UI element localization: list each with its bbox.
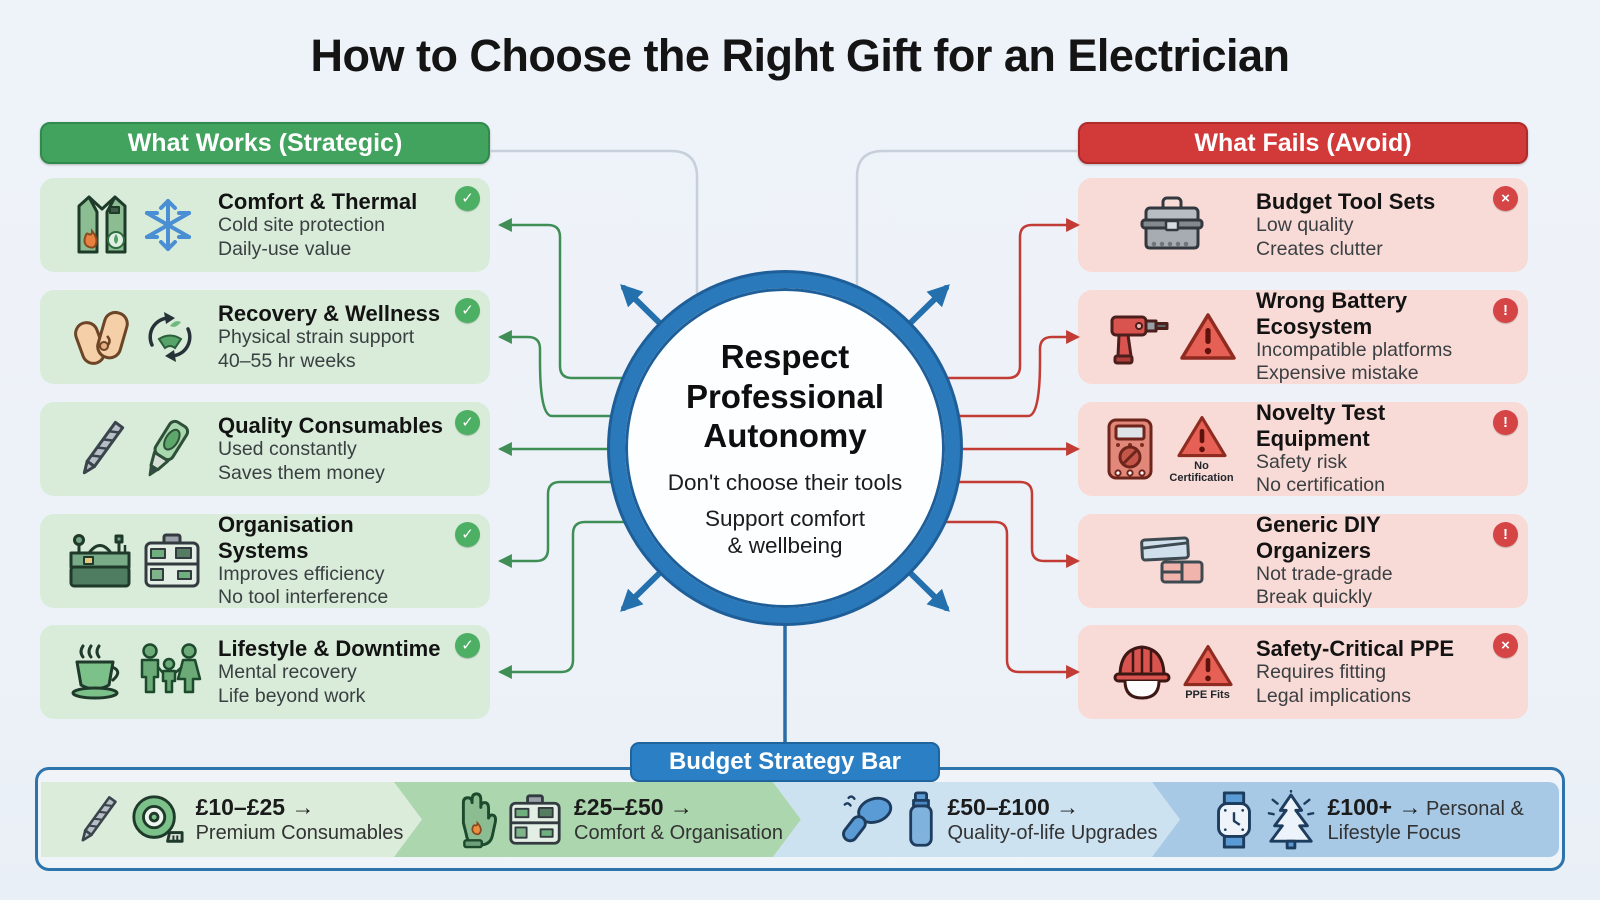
check-badge-icon: ✓ [455, 633, 480, 658]
budget-range: £50–£100 → [947, 793, 1080, 820]
multimeter-icon [1105, 417, 1155, 481]
heated-vest-icon [73, 192, 131, 258]
check-badge-icon: ✓ [455, 186, 480, 211]
christmas-tree-icon [1265, 789, 1317, 850]
card-quality-consumables: Quality Consumables Used constantly Save… [40, 402, 490, 496]
card-novelty-test-equipment: No Certification Novelty Test Equipment … [1078, 400, 1528, 497]
card-title: Safety-Critical PPE [1256, 635, 1455, 661]
tape-measure-icon [129, 792, 185, 848]
card-budget-tool-sets: Budget Tool Sets Low quality Creates clu… [1078, 178, 1528, 272]
hub-title: Respect Professional Autonomy [685, 338, 885, 455]
what-works-header: What Works (Strategic) [40, 122, 490, 164]
organizer-case-icon [142, 532, 202, 590]
budget-range: £100+ → [1327, 793, 1422, 820]
card-line: 40–55 hr weeks [218, 349, 356, 372]
card-line: Low quality [1256, 214, 1354, 237]
card-line: Cold site protection [218, 214, 385, 237]
card-title: Wrong Battery Ecosystem [1256, 288, 1408, 339]
smartwatch-icon [1212, 790, 1256, 849]
budget-range: £25–£50 → [574, 793, 693, 820]
card-line: No certification [1256, 474, 1385, 497]
budget-segments: £10–£25 → Premium Consumables [41, 782, 1559, 857]
budget-segment-4: £100+ → Personal & Lifestyle Focus [1152, 782, 1559, 857]
warning-triangle-icon [1176, 414, 1228, 460]
card-line: Safety risk [1256, 450, 1348, 473]
card-title: Budget Tool Sets [1256, 188, 1436, 214]
icon-caption: PPE Fits [1185, 688, 1230, 701]
card-line: Creates clutter [1256, 237, 1383, 260]
x-badge-icon: × [1493, 186, 1518, 211]
budget-label: Comfort & Organisation [574, 822, 783, 845]
massage-hands-icon [71, 306, 133, 368]
card-line: Incompatible platforms [1256, 338, 1453, 361]
budget-bar-title: Budget Strategy Bar [630, 742, 940, 782]
card-line: Improves efficiency [218, 562, 385, 585]
card-line: Saves them money [218, 461, 385, 484]
budget-segment-1: £10–£25 → Premium Consumables [41, 782, 422, 857]
budget-label: Premium Consumables [195, 822, 404, 845]
what-fails-header: What Fails (Avoid) [1078, 122, 1528, 164]
card-line: Expensive mistake [1256, 362, 1419, 385]
recovery-cycle-icon [142, 309, 198, 365]
card-line: No tool interference [218, 586, 389, 609]
drill-bit-icon [74, 416, 128, 482]
coffee-cup-icon [66, 642, 128, 702]
budget-segment-3: £50–£100 → Quality-of-life Upgrades [773, 782, 1180, 857]
card-line: Not trade-grade [1256, 562, 1393, 585]
warning-triangle-icon [1179, 311, 1237, 363]
icon-caption: No Certification [1169, 459, 1234, 484]
card-line: Daily-use value [218, 237, 352, 260]
massage-gun-icon [835, 792, 897, 848]
card-title: Novelty Test Equipment [1256, 400, 1386, 451]
card-title: Comfort & Thermal [218, 188, 418, 214]
power-drill-icon [1108, 307, 1170, 367]
x-badge-icon: × [1493, 633, 1518, 658]
card-comfort-thermal: Comfort & Thermal Cold site protection D… [40, 178, 490, 272]
drill-bit-icon [74, 791, 120, 849]
flask-icon [906, 791, 936, 849]
check-badge-icon: ✓ [455, 410, 480, 435]
card-line: Mental recovery [218, 661, 357, 684]
card-line: Break quickly [1256, 586, 1372, 609]
card-wrong-battery-ecosystem: Wrong Battery Ecosystem Incompatible pla… [1078, 288, 1528, 385]
card-recovery-wellness: Recovery & Wellness Physical strain supp… [40, 290, 490, 384]
card-organisation-systems: Organisation Systems Improves efficiency… [40, 512, 490, 609]
toolbox-icon [67, 531, 133, 591]
budget-label: Personal & Lifestyle Focus [1327, 797, 1524, 845]
warning-triangle-icon [1182, 643, 1234, 689]
card-line: Physical strain support [218, 326, 415, 349]
card-title: Organisation Systems [218, 512, 354, 563]
card-title: Lifestyle & Downtime [218, 635, 441, 661]
card-safety-critical-ppe: PPE Fits Safety-Critical PPE Requires fi… [1078, 625, 1528, 719]
hard-hat-icon [1111, 643, 1173, 701]
family-icon [137, 641, 203, 703]
card-title: Quality Consumables [218, 412, 443, 438]
exclaim-badge-icon: ! [1493, 410, 1518, 435]
organizer-case-icon [507, 793, 563, 847]
snowflake-icon [140, 196, 196, 254]
check-badge-icon: ✓ [455, 298, 480, 323]
plastic-boxes-icon [1137, 532, 1207, 590]
work-glove-icon [452, 790, 498, 850]
card-generic-diy-organizers: Generic DIY Organizers Not trade-grade B… [1078, 512, 1528, 609]
card-title: Recovery & Wellness [218, 300, 441, 326]
budget-range: £10–£25 → [195, 793, 315, 820]
card-line: Legal implications [1256, 684, 1412, 707]
marker-icon [137, 416, 195, 482]
hub-subtitle-1: Don't choose their tools [667, 469, 903, 495]
hub-subtitle-2: Support comfort & wellbeing [704, 505, 866, 558]
card-line: Requires fitting [1256, 661, 1387, 684]
card-lifestyle-downtime: Lifestyle & Downtime Mental recovery Lif… [40, 625, 490, 719]
check-badge-icon: ✓ [455, 522, 480, 547]
budget-label: Quality-of-life Upgrades [947, 822, 1158, 845]
gray-toolbox-icon [1137, 194, 1207, 256]
card-line: Used constantly [218, 438, 357, 461]
central-hub: Respect Professional Autonomy Don't choo… [610, 273, 960, 623]
budget-segment-2: £25–£50 → Comfort & Organisation [394, 782, 801, 857]
card-line: Life beyond work [218, 684, 366, 707]
exclaim-badge-icon: ! [1493, 298, 1518, 323]
exclaim-badge-icon: ! [1493, 522, 1518, 547]
page-title: How to Choose the Right Gift for an Elec… [310, 30, 1290, 81]
card-title: Generic DIY Organizers [1256, 512, 1381, 563]
